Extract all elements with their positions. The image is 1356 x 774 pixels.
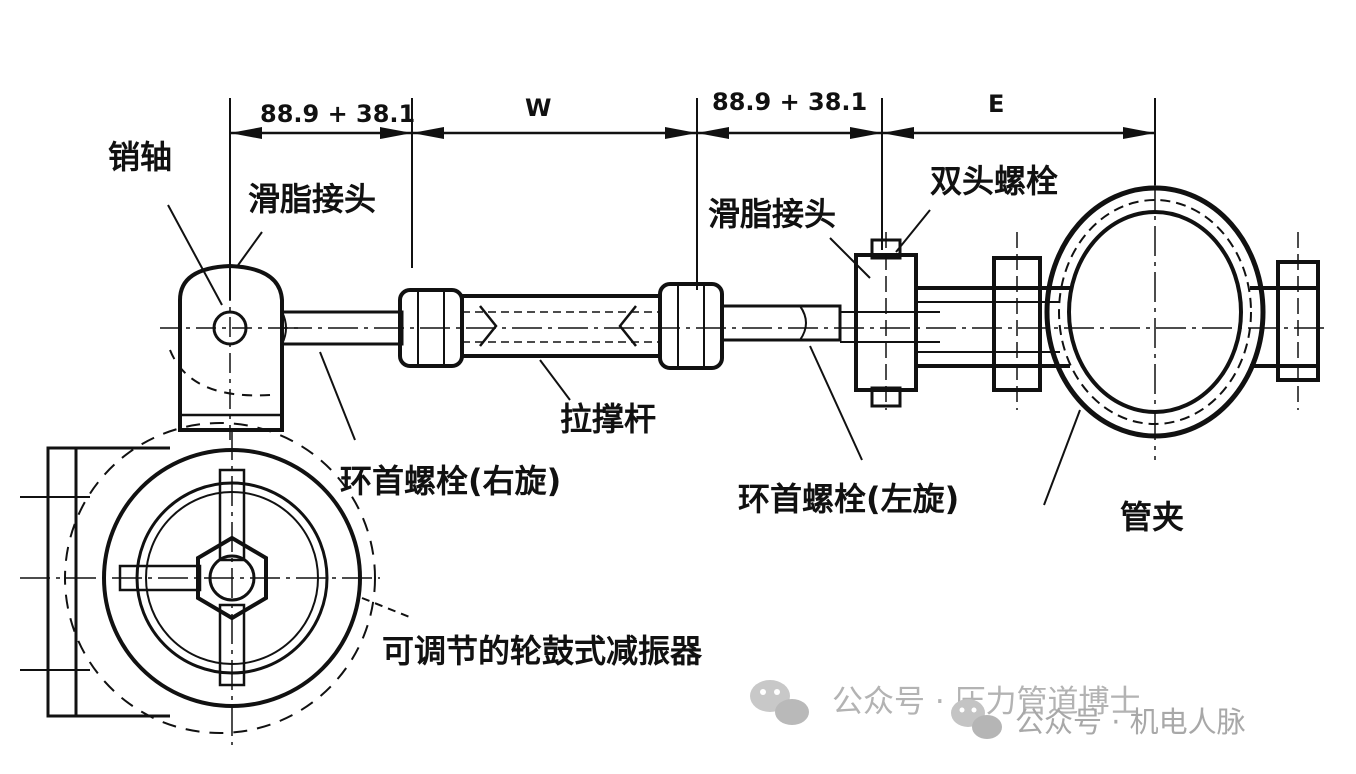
label-stud-bolt: 双头螺栓 — [930, 162, 1058, 200]
watermark-secondary: 公众号 · 机电人脉 — [951, 699, 1246, 739]
wechat-icon — [750, 680, 809, 725]
clamp-hardware — [840, 232, 1070, 410]
wechat-icon — [951, 699, 1002, 739]
dim-width: W — [525, 94, 551, 122]
drum-damper — [20, 422, 380, 745]
dim-end-length: E — [988, 90, 1004, 118]
watermark-primary: 公众号 · 压力管道博士 — [750, 680, 1141, 725]
watermark-secondary-text: 公众号 · 机电人脉 — [1015, 705, 1246, 739]
pin-bracket — [160, 245, 300, 440]
label-eye-bolt-left-hand: 环首螺栓(左旋) — [738, 480, 959, 518]
strut-rod-assembly — [280, 282, 1330, 370]
label-eye-bolt-right-hand: 环首螺栓(右旋) — [340, 462, 561, 500]
label-pipe-clamp: 管夹 — [1120, 498, 1184, 536]
pipe-clamp — [1044, 180, 1320, 460]
label-pin-shaft: 销轴 — [108, 138, 172, 176]
label-strut-rod: 拉撑杆 — [560, 400, 656, 438]
label-grease-fitting-left: 滑脂接头 — [248, 180, 376, 218]
label-adjustable-drum-damper: 可调节的轮鼓式减振器 — [382, 632, 703, 670]
dimension-lines — [229, 98, 1156, 300]
dim-left-pin-offset: 88.9 + 38.1 — [260, 100, 415, 128]
leader-lines — [167, 204, 1081, 619]
label-grease-fitting-right: 滑脂接头 — [708, 195, 836, 233]
watermark-primary-text: 公众号 · 压力管道博士 — [832, 684, 1141, 720]
dim-right-pin-offset: 88.9 + 38.1 — [712, 88, 867, 116]
